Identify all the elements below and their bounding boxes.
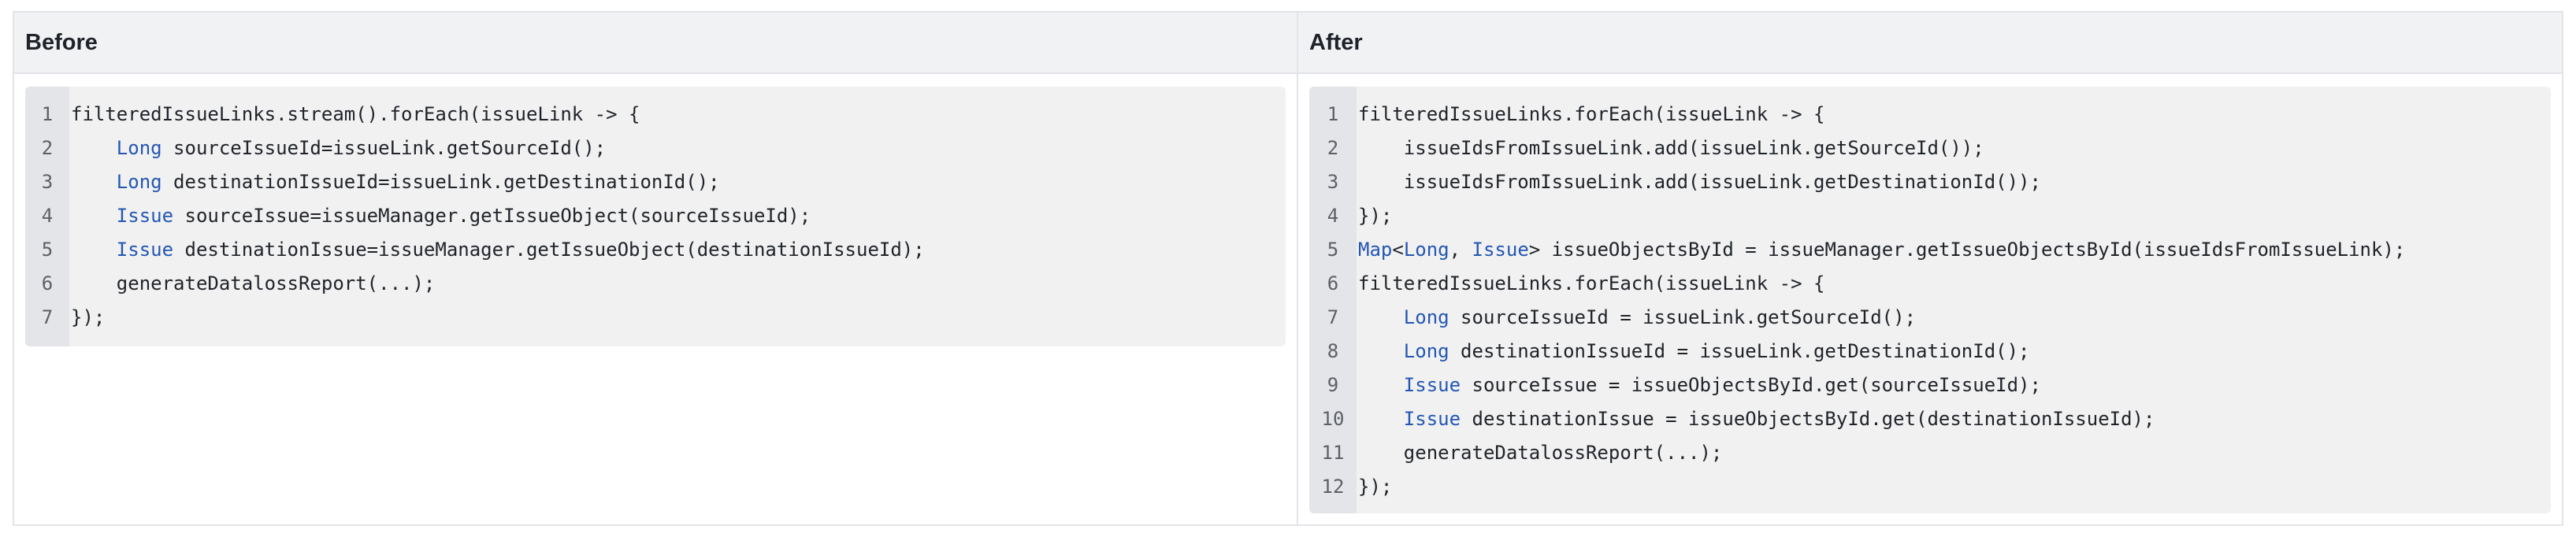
type-keyword: Issue [1472, 239, 1529, 261]
line-number: 10 [1321, 408, 1345, 430]
code-indent [71, 239, 117, 261]
code-line: Issue destinationIssue = issueObjectsByI… [1358, 402, 2405, 436]
line-number: 6 [41, 272, 54, 294]
code-indent [1358, 408, 1404, 430]
code-line: Issue destinationIssue=issueManager.getI… [71, 233, 925, 267]
code-line: generateDatalossReport(...); [71, 267, 925, 301]
code-line: issueIdsFromIssueLink.add(issueLink.getS… [1358, 131, 2405, 165]
type-keyword: Long [1403, 239, 1449, 261]
code-text: }); [71, 306, 106, 328]
line-number: 5 [41, 239, 54, 261]
line-number: 1 [1327, 103, 1339, 125]
type-keyword: Issue [116, 205, 174, 227]
code-line: issueIdsFromIssueLink.add(issueLink.getD… [1358, 165, 2405, 199]
code-indent [1358, 340, 1404, 362]
code-line: generateDatalossReport(...); [1358, 436, 2405, 470]
code-line: Map<Long, Issue> issueObjectsById = issu… [1358, 233, 2405, 267]
code-line: }); [1358, 199, 2405, 233]
code-text: filteredIssueLinks.forEach(issueLink -> … [1358, 272, 1825, 294]
before-column: Before 1 2 3 4 5 6 7 filteredIssueLinks.stream… [14, 13, 1298, 524]
code-line: filteredIssueLinks.forEach(issueLink -> … [1358, 267, 2405, 301]
line-number: 2 [41, 137, 54, 159]
code-text: }); [1358, 476, 1393, 498]
before-code-block: 1 2 3 4 5 6 7 filteredIssueLinks.stream().forE… [25, 87, 1286, 346]
line-number: 12 [1321, 476, 1345, 498]
code-text: generateDatalossReport(...); [1358, 442, 1723, 464]
line-number: 7 [41, 306, 54, 328]
code-text: }); [1358, 205, 1393, 227]
code-text: issueIdsFromIssueLink.add(issueLink.getS… [1358, 137, 1984, 159]
code-line: filteredIssueLinks.forEach(issueLink -> … [1358, 98, 2405, 131]
line-number: 3 [1327, 171, 1339, 193]
after-header: After [1298, 13, 2562, 74]
code-indent [1358, 306, 1404, 328]
code-indent [1358, 374, 1404, 396]
code-line: }); [71, 301, 925, 335]
before-line-numbers: 1 2 3 4 5 6 7 [25, 87, 69, 346]
code-line: Long destinationIssueId=issueLink.getDes… [71, 165, 925, 199]
code-text: sourceIssue = issueObjectsById.get(sourc… [1461, 374, 2041, 396]
line-number: 11 [1321, 442, 1345, 464]
code-indent [71, 205, 117, 227]
code-text: generateDatalossReport(...); [71, 272, 436, 294]
line-number: 7 [1327, 306, 1339, 328]
line-number: 6 [1327, 272, 1339, 294]
code-indent [71, 137, 117, 159]
code-line: Issue sourceIssue=issueManager.getIssueO… [71, 199, 925, 233]
line-number: 2 [1327, 137, 1339, 159]
type-keyword: Long [1403, 340, 1449, 362]
code-text: sourceIssueId=issueLink.getSourceId(); [161, 137, 607, 159]
code-line: Long sourceIssueId = issueLink.getSource… [1358, 301, 2405, 335]
code-text: destinationIssueId=issueLink.getDestinat… [161, 171, 720, 193]
code-text: destinationIssue=issueManager.getIssueOb… [173, 239, 925, 261]
after-code-lines: filteredIssueLinks.forEach(issueLink -> … [1357, 87, 2405, 513]
type-keyword: Long [1403, 306, 1449, 328]
line-number: 3 [41, 171, 54, 193]
line-number: 5 [1327, 239, 1339, 261]
code-text: filteredIssueLinks.forEach(issueLink -> … [1358, 103, 1825, 125]
type-keyword: Issue [1403, 408, 1461, 430]
type-keyword: Long [116, 171, 162, 193]
code-line: filteredIssueLinks.stream().forEach(issu… [71, 98, 925, 131]
line-number: 9 [1327, 374, 1339, 396]
code-text: < [1392, 239, 1404, 261]
before-code-lines: filteredIssueLinks.stream().forEach(issu… [69, 87, 925, 346]
code-text: sourceIssue=issueManager.getIssueObject(… [173, 205, 811, 227]
type-keyword: Issue [1403, 374, 1461, 396]
code-text: , [1449, 239, 1472, 261]
line-number: 4 [1327, 205, 1339, 227]
code-line: Long destinationIssueId = issueLink.getD… [1358, 335, 2405, 368]
code-text: > issueObjectsById = issueManager.getIss… [1528, 239, 2406, 261]
type-keyword: Issue [116, 239, 174, 261]
code-text: sourceIssueId = issueLink.getSourceId(); [1449, 306, 1917, 328]
type-keyword: Long [116, 137, 162, 159]
line-number: 1 [41, 103, 54, 125]
code-text: filteredIssueLinks.stream().forEach(issu… [71, 103, 640, 125]
code-indent [71, 171, 117, 193]
line-number: 8 [1327, 340, 1339, 362]
code-text: issueIdsFromIssueLink.add(issueLink.getD… [1358, 171, 2041, 193]
code-line: Long sourceIssueId=issueLink.getSourceId… [71, 131, 925, 165]
type-keyword: Map [1358, 239, 1393, 261]
code-text: destinationIssue = issueObjectsById.get(… [1461, 408, 2155, 430]
code-line: Issue sourceIssue = issueObjectsById.get… [1358, 368, 2405, 402]
code-text: destinationIssueId = issueLink.getDestin… [1449, 340, 2030, 362]
line-number: 4 [41, 205, 54, 227]
code-line: }); [1358, 470, 2405, 504]
before-header: Before [14, 13, 1297, 74]
